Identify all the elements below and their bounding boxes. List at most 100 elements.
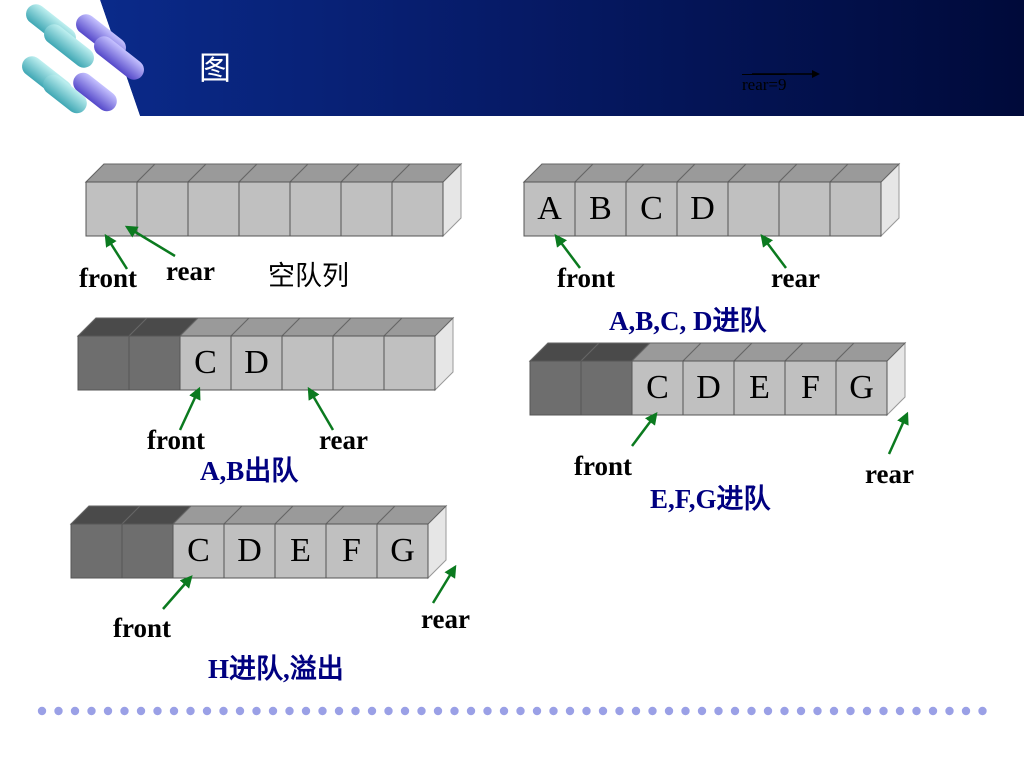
- footer-dot: [846, 706, 855, 716]
- footer-dot: [87, 706, 96, 716]
- footer-dot: [681, 706, 690, 716]
- footer-dot: [54, 706, 63, 716]
- queue-cell-label: D: [237, 532, 262, 569]
- footer-dot: [367, 706, 377, 716]
- footer-dot: [780, 706, 789, 716]
- footer-dot: [351, 706, 360, 716]
- queue-cell-label: C: [640, 190, 663, 227]
- footer-dot: [813, 706, 822, 716]
- front-arrow: [162, 575, 193, 610]
- rear-label: rear: [865, 459, 914, 489]
- footer-dot: [598, 706, 608, 716]
- footer-dot: [450, 706, 459, 716]
- rear-label: rear: [771, 263, 820, 293]
- capsules-logo-icon: [22, 4, 144, 114]
- queue-cell: [187, 181, 240, 237]
- queue-cell: [238, 181, 291, 237]
- queue-cell-label: D: [690, 190, 715, 227]
- queue-cell: [727, 181, 780, 237]
- queue-cell: [778, 181, 831, 237]
- footer-dot: [631, 706, 641, 716]
- rear-label: rear: [319, 425, 368, 455]
- footer-dot: [763, 706, 773, 716]
- header-graphic: [0, 0, 1024, 116]
- front-label: front: [147, 425, 205, 455]
- footer-dot: [714, 706, 723, 716]
- rear-arrow: [431, 564, 457, 604]
- queue-caption: H进队,溢出: [208, 654, 344, 684]
- queue-caption: A,B出队: [200, 456, 299, 486]
- queue-cell: [179, 335, 232, 391]
- queue-cell-label: D: [244, 344, 269, 381]
- queue-cell: [281, 335, 334, 391]
- queue-cell-dequeued: [128, 335, 181, 391]
- queue-cell-label: F: [342, 532, 361, 569]
- queue-cell-label: D: [696, 369, 721, 406]
- front-label: front: [113, 613, 171, 643]
- footer-dot: [219, 706, 228, 716]
- queue-cell-dequeued: [77, 335, 130, 391]
- queue-cell-label: C: [194, 344, 217, 381]
- header-blue-band: [100, 0, 1024, 116]
- footer-dot: [433, 706, 443, 716]
- footer-dot: [103, 706, 113, 716]
- queue-cell-dequeued: [529, 360, 582, 416]
- queue-cell-label: C: [187, 532, 210, 569]
- footer-dot: [70, 706, 80, 716]
- footer-dot: [202, 706, 212, 716]
- rear-arrow: [887, 411, 909, 455]
- footer-dot: [186, 706, 195, 716]
- queue-cell: [631, 360, 684, 416]
- rear-note: rear=9: [742, 75, 787, 94]
- footer-dot: [549, 706, 558, 716]
- front-arrow: [554, 234, 581, 269]
- footer-dot: [582, 706, 591, 716]
- footer-dot: [334, 706, 344, 716]
- queue-cell: [829, 181, 882, 237]
- rear-arrow: [760, 234, 787, 269]
- footer-dot: [532, 706, 542, 716]
- footer-dot: [796, 706, 806, 716]
- queue-cell: [625, 181, 678, 237]
- footer-dot: [730, 706, 740, 716]
- queue-cell: [391, 181, 444, 237]
- rear9-arrow-head: [812, 70, 820, 78]
- front-label: front: [557, 263, 615, 293]
- queue-cell: [85, 181, 138, 237]
- queue-cell: [376, 523, 429, 579]
- footer-dot: [862, 706, 872, 716]
- rear-arrow: [307, 386, 335, 431]
- footer-dot: [417, 706, 426, 716]
- queue-cell: [733, 360, 786, 416]
- queue-caption: A,B,C, D进队: [609, 306, 767, 336]
- header-band: 图 rear=9: [0, 0, 1024, 116]
- rear-arrow: [124, 225, 176, 258]
- footer-dot: [829, 706, 839, 716]
- footer-dot: [318, 706, 327, 716]
- queue-cell: [676, 181, 729, 237]
- queue-cell: [230, 335, 283, 391]
- queue-cell: [223, 523, 276, 579]
- front-label: front: [574, 451, 632, 481]
- queue-cell-label: E: [749, 369, 770, 406]
- footer-dot: [945, 706, 954, 716]
- footer-dot-line: [37, 706, 987, 716]
- queue-cell: [784, 360, 837, 416]
- queue-cell: [383, 335, 436, 391]
- footer-dot: [648, 706, 657, 716]
- footer-dot: [747, 706, 756, 716]
- queue-cell-label: G: [849, 369, 874, 406]
- footer-dot: [499, 706, 509, 716]
- front-arrow: [178, 386, 201, 431]
- footer-dot: [285, 706, 294, 716]
- rear-label: rear: [421, 604, 470, 634]
- queue-cell-dequeued: [580, 360, 633, 416]
- footer-dot: [961, 706, 971, 716]
- footer-dot: [268, 706, 278, 716]
- footer-dot: [153, 706, 162, 716]
- footer-dot: [400, 706, 410, 716]
- queue-cell-label: C: [646, 369, 669, 406]
